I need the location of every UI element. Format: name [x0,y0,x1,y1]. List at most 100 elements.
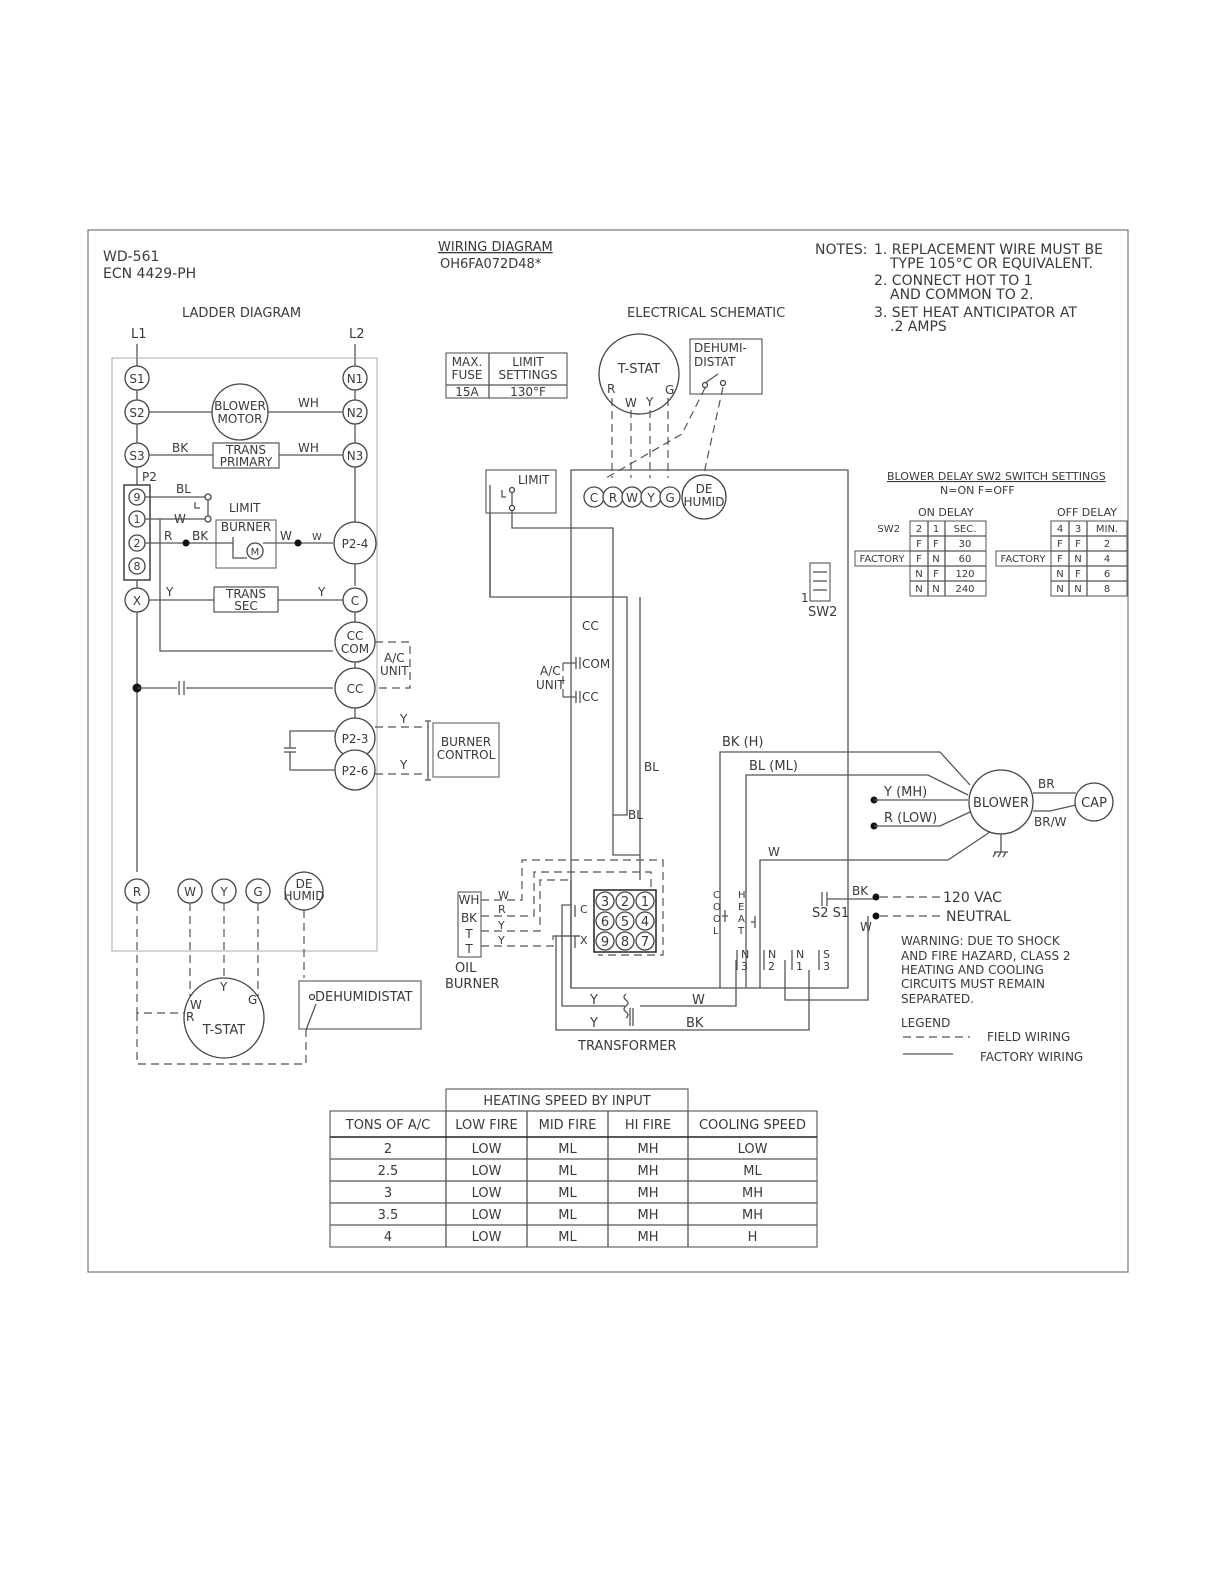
wire-y-mh: Y (MH) [883,785,927,800]
speed-header-1: LOW FIRE [455,1118,518,1133]
p2-pin-1: 1 [134,513,141,526]
plug-pin-9 [595,931,615,951]
sw2-label: SW2 [808,605,837,620]
on-header-1: 2 [916,524,922,535]
off-cell-0-2: 2 [1104,539,1110,550]
board-terminal-c: C [590,491,598,505]
off-cell-2-0: N [1056,569,1063,580]
svg-text:O: O [713,902,721,913]
electrical-schematic: ELECTRICAL SCHEMATIC T-STAT R W Y G DEHU… [445,306,1114,1054]
note-3a: 3. SET HEAT ANTICIPATOR AT [874,305,1077,321]
off-cell-0-0: F [1057,539,1063,550]
p2-pin-2: 2 [134,537,141,550]
wire-br: BR [1038,777,1055,791]
notes-label: NOTES: [815,242,868,258]
burner-control [432,722,500,778]
ladder-terminal-y-label: Y [219,885,228,899]
burner-motor [246,542,264,560]
limits-header-2a: LIMIT [512,355,544,369]
speed-cell-4-4: H [748,1230,758,1245]
ac-cc-label-2: CC [582,690,599,704]
plug-pin-label-3: 3 [601,895,609,910]
cool-contact: C O O L [713,890,721,937]
terminal-n1-schem-b: 1 [796,960,803,973]
off-cell-3-2: 8 [1104,584,1110,595]
svg-text:H: H [738,890,746,901]
plug-pin-label-6: 6 [601,915,609,930]
terminal-p2-4-label: P2-4 [342,537,369,551]
control-board [570,469,849,989]
off-header-1: 3 [1075,524,1081,535]
harness-y2: Y [497,934,505,947]
harness-y1: Y [497,919,505,932]
speed-cell-3-4: MH [742,1208,763,1223]
limits-header-2b: SETTINGS [498,368,557,382]
terminal-s3-schem-a: S [823,948,830,961]
plug-pin-label-1: 1 [641,895,649,910]
transformer-y1: Y [589,993,598,1008]
off-cell-3-1: N [1074,584,1081,595]
ladder-dehumid-label-2: HUMID [284,889,325,903]
doc-number: WD-561 [103,249,159,265]
warning-line-1: WARNING: DUE TO SHOCK [901,934,1061,948]
vac-label: 120 VAC [943,890,1002,906]
plug-c-label: C [580,903,588,916]
wire-y-4: Y [399,758,408,772]
svg-text:O: O [713,914,721,925]
speed-cell-3-2: ML [558,1208,577,1223]
on-delay-title: ON DELAY [918,506,974,519]
plug-pin-6 [595,911,615,931]
plug-pin-label-9: 9 [601,935,609,950]
svg-text:E: E [738,902,744,913]
speed-table-title: HEATING SPEED BY INPUT [483,1094,650,1109]
board-terminal-y: Y [646,491,655,505]
transformer-bk: BK [686,1016,704,1031]
plug-pin-4 [635,911,655,931]
capacitor-label: CAP [1081,796,1107,811]
ladder-tstat-y: Y [219,980,228,994]
on-factory-label: FACTORY [860,554,906,565]
speed-header-3: HI FIRE [625,1118,671,1133]
capacitor [1074,782,1114,822]
on-cell-1-2: 60 [959,554,972,565]
transformer-w: W [692,993,705,1008]
speed-cell-1-0: 2.5 [378,1164,399,1179]
board-terminal-g: G [665,491,674,505]
board-dehumid-label-1: DE [696,482,713,496]
warning-line-5: SEPARATED. [901,992,974,1006]
schematic-limit [485,469,557,514]
heat-contact: H E A T [737,890,746,937]
diagram-frame [87,229,1129,1273]
plug-pin-1 [635,891,655,911]
wire-y-3: Y [399,712,408,726]
wire-bk-h: BK (H) [722,735,764,750]
speed-cell-0-1: LOW [472,1142,502,1157]
speed-header-4: COOLING SPEED [699,1118,806,1133]
terminal-n2-label: N2 [347,406,364,420]
note-2b: AND COMMON TO 2. [890,287,1034,303]
warning-block: WARNING: DUE TO SHOCK AND FIRE HAZARD, C… [901,934,1071,1006]
ladder-terminal-r-label: R [133,885,141,899]
warning-line-4: CIRCUITS MUST REMAIN [901,977,1045,991]
on-cell-3-2: 240 [955,584,974,595]
on-cell-0-1: F [933,539,939,550]
plug-pin-3 [595,891,615,911]
on-cell-3-0: N [915,584,922,595]
model-number: OH6FA072D48* [440,257,542,272]
on-header-3: SEC. [954,524,977,535]
wire-w-2: W [280,529,292,543]
plug-pin-5 [615,911,635,931]
harness-r: R [498,903,506,916]
p2-label: P2 [142,470,157,484]
sw2-pin-label: 1 [801,591,809,605]
plug-pin-label-2: 2 [621,895,629,910]
terminal-p2-6-label: P2-6 [342,764,369,778]
ac-unit-label-1: A/C [540,664,561,678]
blower-label: BLOWER [973,796,1029,811]
oil-burner-connector [457,891,482,958]
terminal-n3-schem-b: 3 [741,960,748,973]
